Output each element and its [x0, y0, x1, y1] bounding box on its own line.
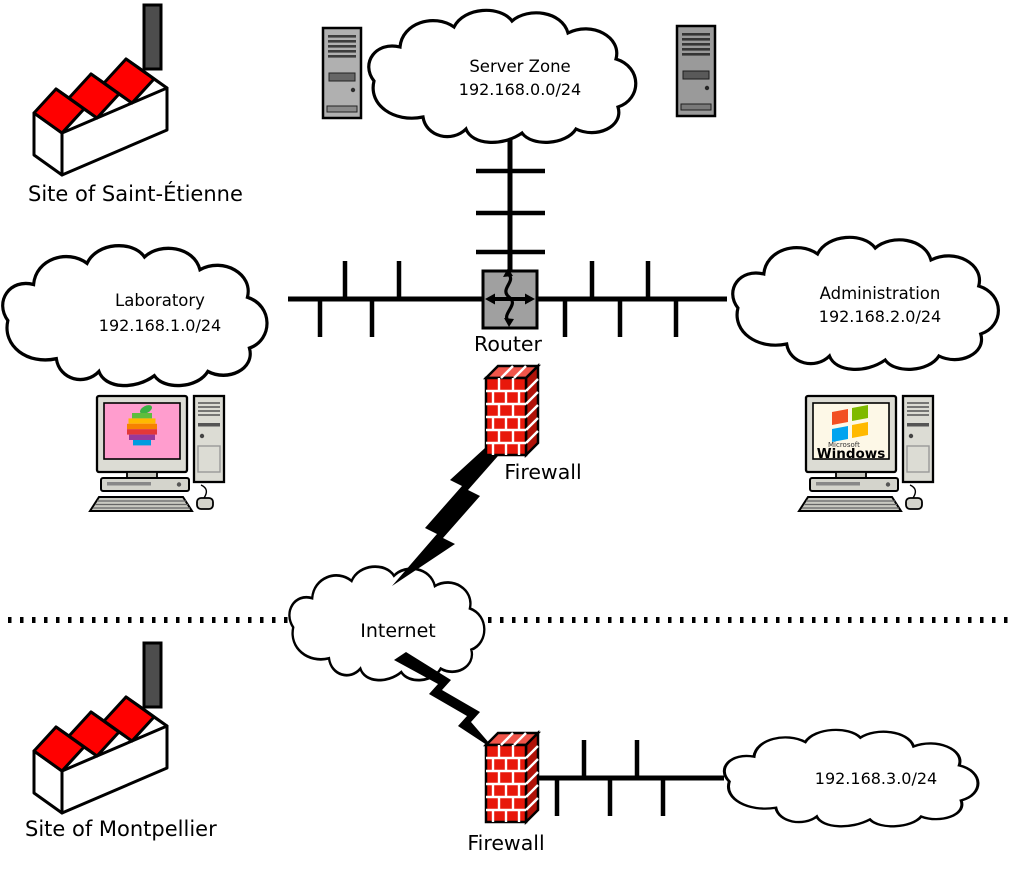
windows-computer-icon: Microsoft Windows: [797, 394, 935, 513]
montpellier-lan-subnet: 192.168.3.0/24: [815, 769, 937, 788]
montpellier-lan-bus: [530, 740, 724, 816]
site-label-montpellier: Site of Montpellier: [25, 817, 217, 841]
firewall-top-icon: [484, 364, 540, 457]
lightning-link-top: [392, 448, 505, 586]
lightning-link-bottom: [394, 652, 496, 751]
server-tower-right-icon: [675, 24, 717, 118]
laboratory-subnet: 192.168.1.0/24: [99, 316, 221, 335]
microsoft-logo-text: Microsoft: [828, 441, 860, 449]
server-zone-cloud: [367, 8, 638, 144]
administration-name: Administration: [820, 284, 941, 303]
administration-cloud: [731, 235, 1000, 371]
laboratory-name: Laboratory: [115, 291, 205, 310]
firewall-top-label: Firewall: [504, 460, 581, 484]
factory-icon-montpellier: [32, 641, 169, 815]
router-icon: [481, 268, 539, 330]
apple-logo-icon: [127, 405, 157, 446]
firewall-bottom-label: Firewall: [467, 831, 544, 855]
apple-computer-icon: [88, 394, 226, 513]
server-tower-left-icon: [321, 26, 363, 120]
windows-logo-text: Windows: [817, 446, 886, 462]
factory-icon-saint-etienne: [32, 3, 169, 177]
server-zone-bus: [476, 128, 545, 275]
router-label: Router: [474, 332, 543, 356]
site-label-saint-etienne: Site of Saint-Étienne: [28, 181, 243, 206]
firewall-bottom-icon: [484, 731, 540, 824]
internet-label: Internet: [360, 620, 435, 642]
server-zone-subnet: 192.168.0.0/24: [459, 80, 581, 99]
server-zone-name: Server Zone: [469, 57, 570, 76]
administration-subnet: 192.168.2.0/24: [819, 307, 941, 326]
windows-logo-icon: [832, 405, 868, 442]
